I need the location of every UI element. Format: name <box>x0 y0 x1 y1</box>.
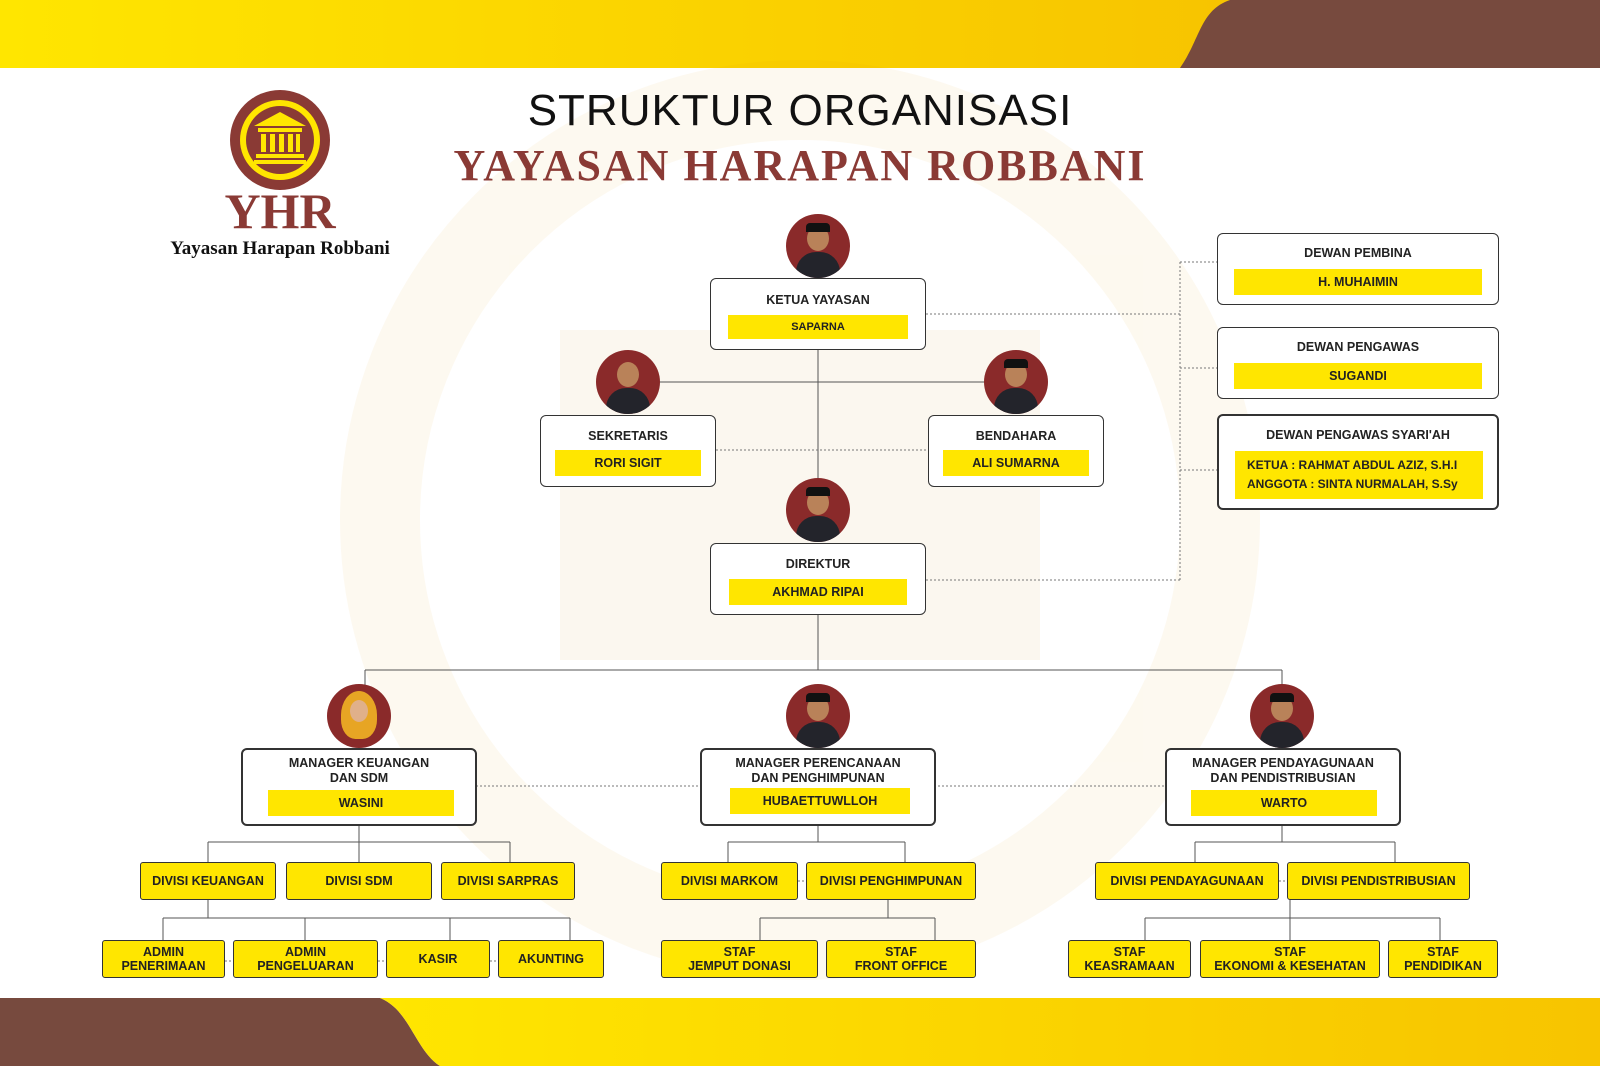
chart-subtitle: YAYASAN HARAPAN ROBBANI <box>453 141 1147 190</box>
sekretaris-box: SEKRETARIS RORI SIGIT <box>540 415 716 487</box>
divisi-pendistribusian: DIVISI PENDISTRIBUSIAN <box>1287 862 1470 900</box>
dewan-syariah-members: KETUA : RAHMAT ABDUL AZIZ, S.H.I ANGGOTA… <box>1235 451 1483 499</box>
manager-pendayagunaan-name: WARTO <box>1191 790 1377 816</box>
ketua-yayasan-box: KETUA YAYASAN SAPARNA <box>710 278 926 350</box>
admin-pengeluaran-line2: PENGELUARAN <box>257 959 354 973</box>
staf-admin-pengeluaran: ADMIN PENGELUARAN <box>233 940 378 978</box>
keasramaan-line2: KEASRAMAAN <box>1084 959 1175 973</box>
manager-keuangan-name: WASINI <box>268 790 454 816</box>
dewan-syariah-anggota: ANGGOTA : SINTA NURMALAH, S.Sy <box>1247 477 1458 491</box>
manager-perencanaan-avatar <box>786 684 850 748</box>
top-brown-band <box>1180 0 1600 68</box>
direktur-name: AKHMAD RIPAI <box>729 579 907 605</box>
divisi-sdm: DIVISI SDM <box>286 862 432 900</box>
dewan-syariah-ketua: KETUA : RAHMAT ABDUL AZIZ, S.H.I <box>1247 458 1458 472</box>
manager-keuangan-avatar <box>327 684 391 748</box>
dewan-pembina-box: DEWAN PEMBINA H. MUHAIMIN <box>1217 233 1499 305</box>
keasramaan-line1: STAF <box>1113 945 1146 959</box>
divisi-penghimpunan: DIVISI PENGHIMPUNAN <box>806 862 976 900</box>
divisi-pendayagunaan: DIVISI PENDAYAGUNAAN <box>1095 862 1279 900</box>
direktur-avatar <box>786 478 850 542</box>
manager-keuangan-box: MANAGER KEUANGAN DAN SDM WASINI <box>241 748 477 826</box>
ketua-name: SAPARNA <box>728 315 908 339</box>
front-office-line2: FRONT OFFICE <box>854 959 948 973</box>
staf-jemput-donasi: STAF JEMPUT DONASI <box>661 940 818 978</box>
divisi-markom: DIVISI MARKOM <box>661 862 798 900</box>
staf-pendidikan: STAF PENDIDIKAN <box>1388 940 1498 978</box>
jemput-donasi-line1: STAF <box>723 945 756 959</box>
manager-pendayagunaan-role-line1: MANAGER PENDAYAGUNAAN <box>1192 756 1374 770</box>
manager-perencanaan-box: MANAGER PERENCANAAN DAN PENGHIMPUNAN HUB… <box>700 748 936 826</box>
bendahara-box: BENDAHARA ALI SUMARNA <box>928 415 1104 487</box>
dewan-syariah-box: DEWAN PENGAWAS SYARI'AH KETUA : RAHMAT A… <box>1217 414 1499 510</box>
manager-perencanaan-name: HUBAETTUWLLOH <box>730 788 910 814</box>
divisi-sarpras: DIVISI SARPRAS <box>441 862 575 900</box>
bendahara-avatar <box>984 350 1048 414</box>
dewan-pembina-name: H. MUHAIMIN <box>1234 269 1482 295</box>
front-office-line1: STAF <box>885 945 917 959</box>
divisi-keuangan: DIVISI KEUANGAN <box>140 862 276 900</box>
direktur-box: DIREKTUR AKHMAD RIPAI <box>710 543 926 615</box>
manager-pendayagunaan-box: MANAGER PENDAYAGUNAAN DAN PENDISTRIBUSIA… <box>1165 748 1401 826</box>
chart-title: STRUKTUR ORGANISASI <box>527 86 1073 135</box>
manager-pendayagunaan-role-line2: DAN PENDISTRIBUSIAN <box>1210 771 1356 785</box>
pendidikan-line1: STAF <box>1427 945 1459 959</box>
sekretaris-name: RORI SIGIT <box>555 450 701 476</box>
manager-keuangan-role-line2: DAN SDM <box>329 771 389 785</box>
dewan-pengawas-box: DEWAN PENGAWAS SUGANDI <box>1217 327 1499 399</box>
manager-perencanaan-role-line1: MANAGER PERENCANAAN <box>735 756 901 770</box>
ketua-avatar <box>786 214 850 278</box>
jemput-donasi-line2: JEMPUT DONASI <box>688 959 791 973</box>
staf-keasramaan: STAF KEASRAMAAN <box>1068 940 1191 978</box>
manager-keuangan-role-line1: MANAGER KEUANGAN <box>288 756 430 770</box>
bottom-yellow-band <box>380 998 1600 1066</box>
admin-pengeluaran-line1: ADMIN <box>285 945 326 959</box>
logo-name: Yayasan Harapan Robbani <box>170 238 390 259</box>
manager-pendayagunaan-avatar <box>1250 684 1314 748</box>
logo-abbreviation: YHR <box>224 183 336 239</box>
admin-penerimaan-line1: ADMIN <box>143 945 184 959</box>
staf-front-office: STAF FRONT OFFICE <box>826 940 976 978</box>
dewan-pembina-role: DEWAN PEMBINA <box>1304 246 1412 260</box>
sekretaris-role: SEKRETARIS <box>588 429 668 443</box>
pendidikan-line2: PENDIDIKAN <box>1404 959 1482 973</box>
admin-penerimaan-line2: PENERIMAAN <box>121 959 206 973</box>
direktur-role: DIREKTUR <box>785 557 851 571</box>
ketua-role: KETUA YAYASAN <box>766 293 870 307</box>
building-logo-icon <box>230 90 330 190</box>
bottom-brown-band <box>0 998 440 1066</box>
top-yellow-band <box>0 0 1230 68</box>
staf-akunting: AKUNTING <box>498 940 604 978</box>
staf-kasir: KASIR <box>386 940 490 978</box>
staf-admin-penerimaan: ADMIN PENERIMAAN <box>102 940 225 978</box>
dewan-pengawas-name: SUGANDI <box>1234 363 1482 389</box>
bendahara-name: ALI SUMARNA <box>943 450 1089 476</box>
ekonomi-kesehatan-line1: STAF <box>1274 945 1306 959</box>
dewan-pengawas-role: DEWAN PENGAWAS <box>1296 340 1420 354</box>
ekonomi-kesehatan-line2: EKONOMI & KESEHATAN <box>1214 959 1366 973</box>
staf-ekonomi-kesehatan: STAF EKONOMI & KESEHATAN <box>1200 940 1380 978</box>
dewan-syariah-role: DEWAN PENGAWAS SYARI'AH <box>1266 428 1450 442</box>
sekretaris-avatar <box>596 350 660 414</box>
manager-perencanaan-role-line2: DAN PENGHIMPUNAN <box>751 771 885 785</box>
bendahara-role: BENDAHARA <box>975 429 1057 443</box>
